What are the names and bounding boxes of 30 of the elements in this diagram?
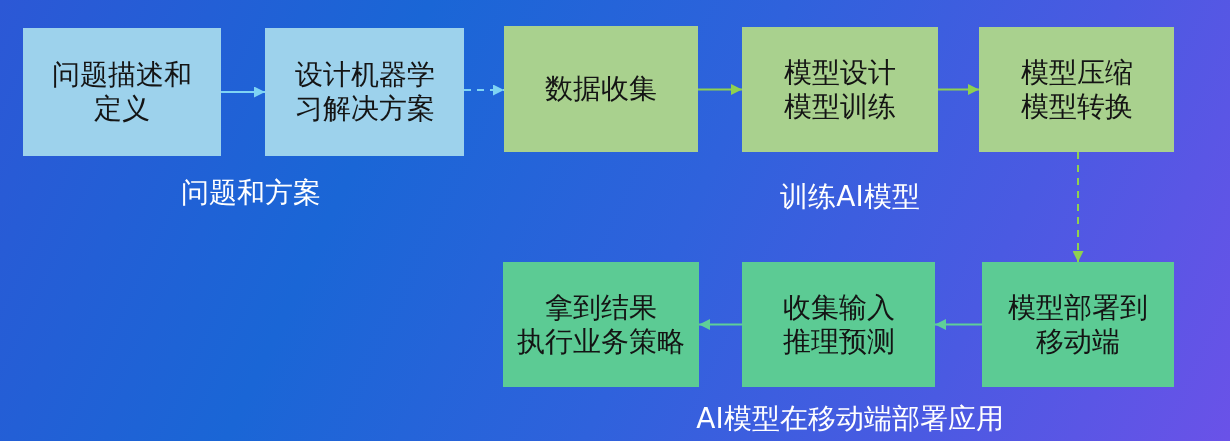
box-label: 模型设计 [784,55,896,90]
box-label: 拿到结果 [545,290,657,325]
box-label: 模型训练 [784,89,896,124]
box-label: 收集输入 [782,290,895,325]
box-label: 模型转换 [1020,89,1133,124]
arrow [934,319,983,330]
group-label: 问题和方案 [181,176,321,210]
group-label: AI模型在移动端部署应用 [696,402,1004,436]
arrow [698,319,743,330]
group-label: 训练AI模型 [780,180,920,214]
process-box [742,262,935,387]
box-label: 设计机器学习解决方案 [293,58,436,126]
arrow [937,84,980,95]
process-box [979,27,1174,152]
box-label: 数据收集 [545,72,657,106]
arrow [463,84,505,96]
process-box [503,262,699,387]
process-box [504,26,698,152]
process-box [265,28,464,156]
process-box [742,27,938,152]
box-label: 模型部署到移动端 [1007,290,1149,359]
process-box [23,28,221,156]
box-label: 推理预测 [782,324,895,359]
arrow [697,84,743,95]
process-box [982,262,1174,387]
box-label: 模型压缩 [1020,55,1133,90]
arrow [1072,151,1084,263]
arrow [220,86,266,98]
box-label: 问题描述和定义 [51,58,193,126]
box-label: 执行业务策略 [517,324,685,359]
